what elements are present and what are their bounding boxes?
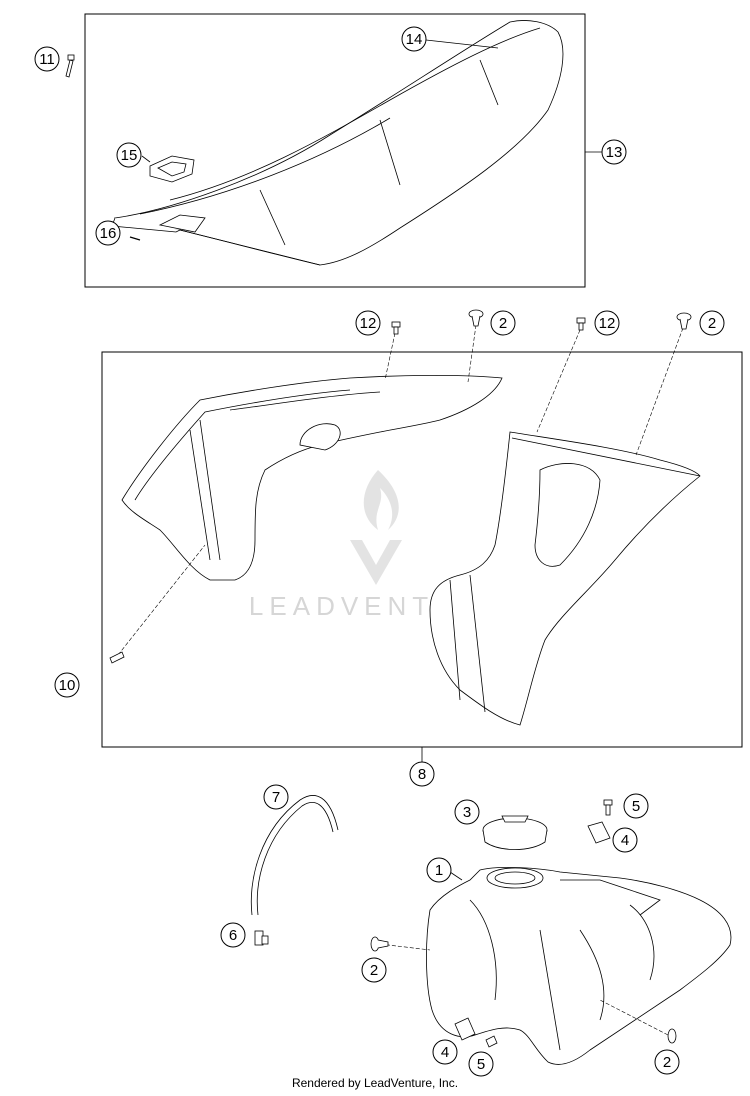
vent-hose-inner (256, 802, 334, 916)
callout-15: 15 (116, 142, 142, 168)
screw-12b-leader (536, 329, 581, 433)
svg-text:4: 4 (621, 832, 629, 849)
svg-text:2: 2 (663, 1054, 671, 1071)
svg-text:11: 11 (39, 51, 55, 68)
callout-5b: 5 (468, 1051, 494, 1077)
watermark-v-logo (350, 540, 402, 585)
svg-text:5: 5 (477, 1056, 485, 1073)
callout-13: 13 (601, 139, 627, 165)
callout-12b: 12 (594, 310, 620, 336)
callout-11: 11 (34, 46, 60, 72)
callout-12a: 12 (355, 310, 381, 336)
callout-7: 7 (263, 784, 289, 810)
callout-6: 6 (220, 922, 246, 948)
svg-text:3: 3 (463, 804, 471, 821)
callout-8: 8 (409, 761, 435, 787)
callout-1-leader (449, 871, 463, 881)
callout-3: 3 (454, 799, 480, 825)
rubber-4b-part (454, 1017, 476, 1041)
callout-14-leader (425, 39, 499, 49)
callout-16: 16 (95, 220, 121, 246)
svg-text:4: 4 (441, 1044, 449, 1061)
callout-15-leader (141, 155, 151, 163)
clip-2c-part (370, 936, 389, 952)
screw-10-part (109, 651, 125, 664)
watermark-logo (363, 470, 399, 530)
seat-part (111, 20, 564, 266)
svg-text:13: 13 (606, 144, 623, 161)
screw-12a-leader (384, 332, 396, 381)
svg-text:2: 2 (499, 315, 507, 332)
callout-1: 1 (426, 857, 452, 883)
svg-text:7: 7 (272, 789, 280, 806)
seat-group-box (84, 13, 586, 288)
screw-5a-part (603, 799, 613, 816)
callout-14: 14 (401, 26, 427, 52)
callout-4a: 4 (612, 827, 638, 853)
svg-text:8: 8 (418, 766, 426, 783)
right-shroud-part (429, 431, 701, 726)
clip-2d-leader (599, 999, 669, 1036)
clip-2d-part (667, 1028, 677, 1044)
svg-text:2: 2 (370, 962, 378, 979)
svg-text:1: 1 (435, 862, 443, 879)
callout-5a: 5 (623, 793, 649, 819)
fuel-cap-part (482, 815, 548, 850)
bolt-11-part (65, 54, 75, 78)
screw-12a-part (391, 321, 401, 335)
clip-2a-leader (467, 324, 477, 383)
callout-2d: 2 (654, 1049, 680, 1075)
callout-10: 10 (54, 672, 80, 698)
screw-5b-part (485, 1035, 498, 1048)
hose-fitting-part (254, 930, 269, 946)
svg-text:5: 5 (632, 798, 640, 815)
seat-pin-part (129, 236, 141, 241)
svg-text:16: 16 (100, 225, 117, 242)
clip-2b-part (676, 312, 692, 330)
vent-hose-part (250, 795, 339, 916)
rubber-4a-part (587, 821, 611, 844)
svg-text:2: 2 (708, 315, 716, 332)
callout-4b: 4 (432, 1039, 458, 1065)
callout-2b: 2 (699, 310, 725, 336)
svg-text:10: 10 (59, 677, 76, 694)
callout-2c: 2 (361, 957, 387, 983)
left-shroud-part (121, 374, 503, 581)
screw-10-leader (117, 544, 206, 656)
svg-text:15: 15 (121, 147, 138, 164)
svg-text:12: 12 (360, 315, 377, 332)
svg-text:6: 6 (229, 927, 237, 944)
render-credit: Rendered by LeadVenture, Inc. (291, 1076, 459, 1090)
clip-2a-part (468, 309, 484, 327)
svg-text:14: 14 (406, 31, 423, 48)
seat-clip-part (149, 155, 195, 183)
callout-2a: 2 (490, 310, 516, 336)
svg-text:12: 12 (599, 315, 616, 332)
screw-12b-part (576, 317, 586, 331)
clip-2b-leader (635, 327, 684, 456)
fuel-tank-part (426, 866, 732, 1065)
